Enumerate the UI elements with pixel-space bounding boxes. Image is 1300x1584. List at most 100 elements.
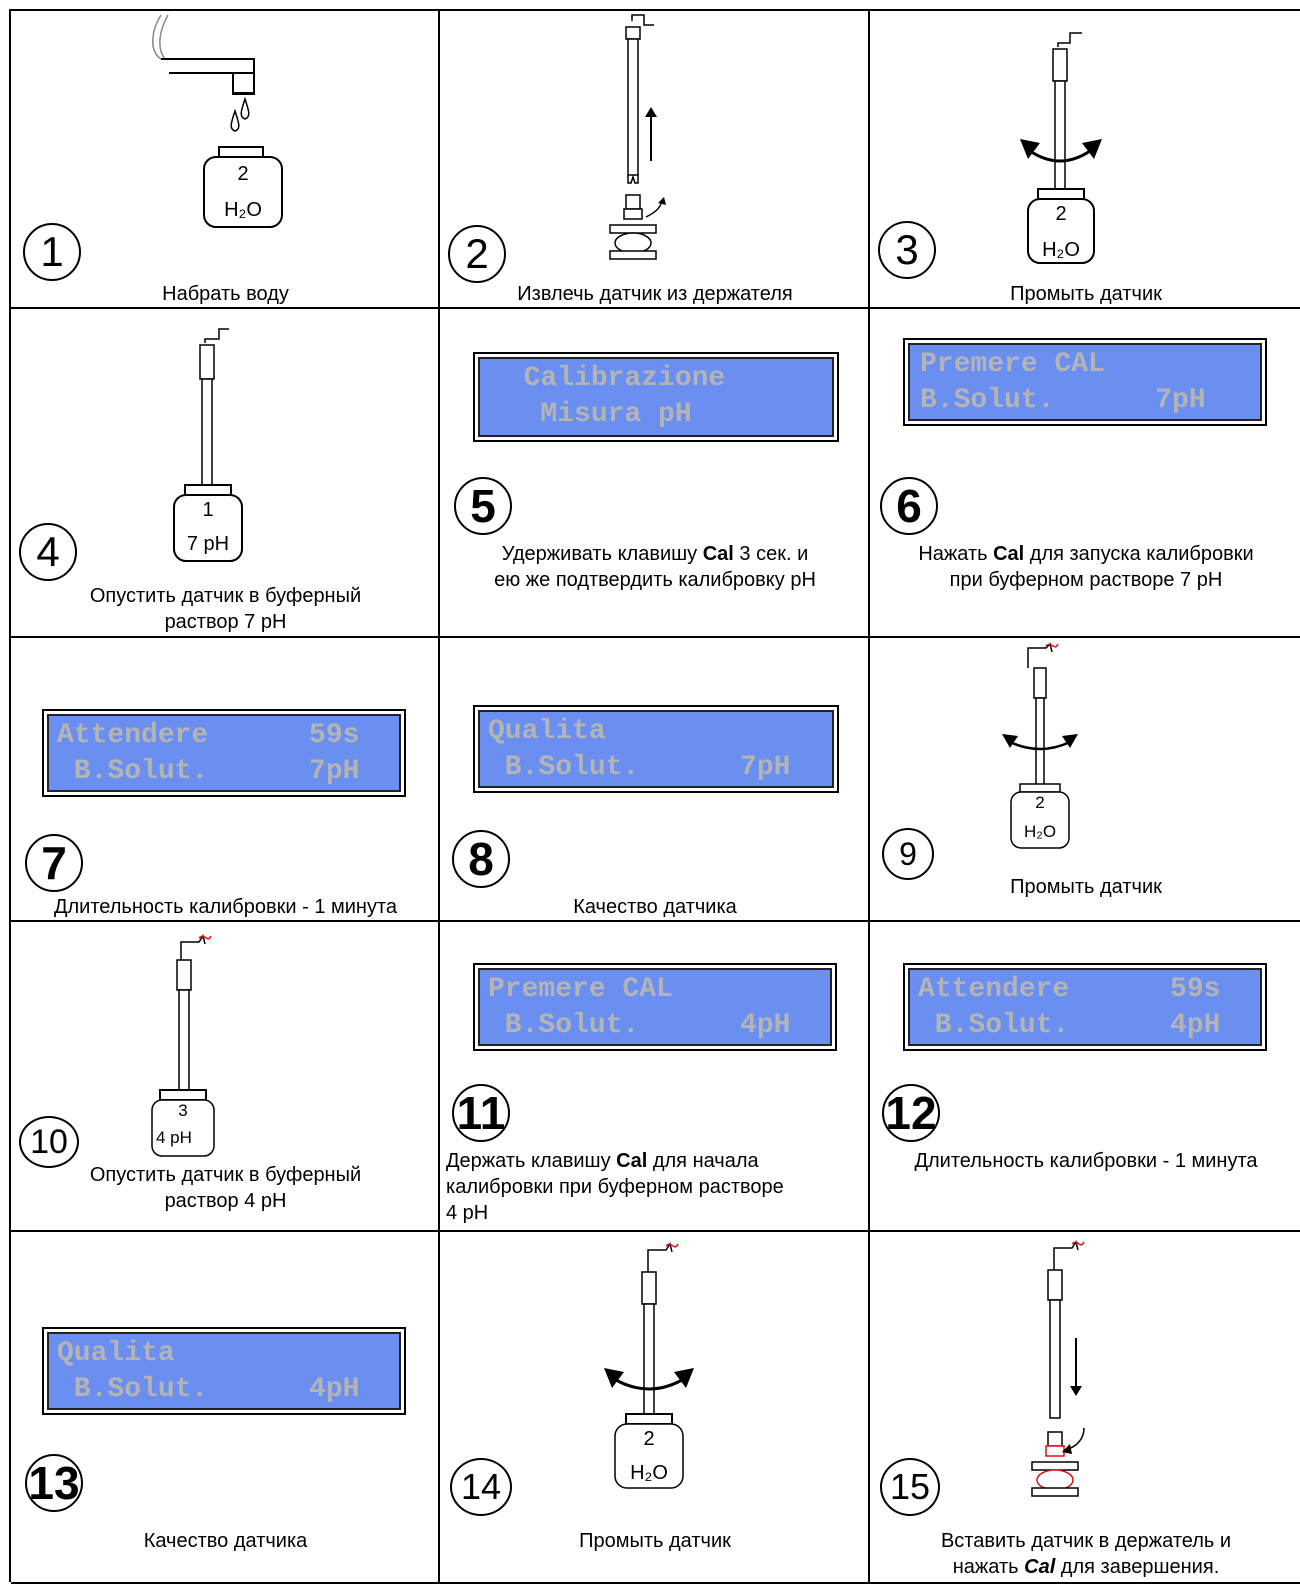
step-caption-line1: Вставить датчик в держатель и: [940, 1530, 1232, 1552]
lcd-line-1: Premere CAL: [920, 349, 1105, 380]
step-number: 7: [25, 834, 83, 892]
step-caption: Удерживать клавишу Cal 3 сек. и: [440, 541, 868, 567]
step-caption-line2: ею же подтвердить калибровку pH: [494, 569, 816, 591]
jar-label-bottom: 7 pH: [186, 533, 230, 555]
jar-label-top: 2: [237, 163, 249, 185]
rinse-illustration: [604, 1242, 694, 1489]
step-cell-1: 2 H₂O 1 Набрать воду: [11, 11, 440, 309]
step-number: 2: [448, 225, 506, 283]
step-cell-6: Premere CAL B.Solut. 7pH 6 Нажать Cal дл…: [870, 309, 1300, 638]
caption-text: 3 сек. и: [733, 543, 809, 565]
step-number: 14: [450, 1458, 512, 1516]
lcd-display: Qualita B.Solut. 7pH: [473, 705, 839, 793]
caption-text: Нажать: [918, 543, 994, 565]
sensor-holder-illustration: [609, 14, 666, 260]
step-cell-11: Premere CAL B.Solut. 4pH 11 Держать клав…: [440, 922, 870, 1232]
step-number: 10: [19, 1116, 79, 1168]
caption-text: для запуска калибровки: [1024, 543, 1254, 565]
step-caption-line1: Опустить датчик в буферный: [89, 1164, 362, 1186]
insert-sensor-illustration: [1031, 1240, 1085, 1497]
lcd-line-2: B.Solut. 7pH: [920, 385, 1206, 416]
lcd-line-2: B.Solut. 4pH: [57, 1374, 360, 1405]
sensor-in-buffer-illustration: [173, 328, 243, 562]
step-number: 9: [882, 828, 934, 880]
sensor-in-buffer-illustration: [151, 934, 215, 1157]
step-caption: Длительность калибровки - 1 минута: [914, 1150, 1258, 1172]
step-cell-12: Attendere 59s B.Solut. 4pH 12 Длительнос…: [870, 922, 1300, 1232]
cal-key-label: Cal: [993, 543, 1025, 565]
lcd-line-2: B.Solut. 4pH: [488, 1010, 791, 1041]
step-caption: Промыть датчик: [579, 1530, 731, 1552]
lcd-line-1: Qualita: [57, 1338, 175, 1369]
cal-key-label: Cal: [1024, 1556, 1056, 1578]
jar-label-top: 2: [643, 1428, 655, 1450]
step-cell-7: Attendere 59s B.Solut. 7pH 7 Длительност…: [11, 638, 440, 922]
jar-label-top: 2: [1035, 793, 1045, 812]
step-caption: Промыть датчик: [1010, 876, 1162, 898]
step-number: 1: [23, 223, 81, 281]
step-cell-14: 2 H₂O 14 Промыть датчик: [440, 1232, 870, 1584]
lcd-display: Premere CAL B.Solut. 4pH: [473, 963, 837, 1051]
lcd-line-1: Premere CAL: [488, 974, 673, 1005]
step-caption-line2: при буферном растворе 7 pH: [949, 569, 1223, 591]
step-caption-line2: калибровки при буферном растворе: [446, 1176, 784, 1198]
lcd-line-1: Attendere 59s: [57, 720, 360, 751]
lcd-display: Attendere 59s B.Solut. 7pH: [42, 709, 406, 797]
step-caption: Нажать Cal для запуска калибровки: [870, 541, 1300, 567]
lcd-line-2: B.Solut. 7pH: [488, 752, 791, 783]
jar-label-bottom: 4 pH: [156, 1128, 192, 1147]
caption-text: для завершения.: [1055, 1556, 1220, 1578]
lcd-line-2: Misura pH: [490, 399, 692, 430]
lcd-line-1: Calibrazione: [490, 363, 726, 394]
step-caption-line3: 4 pH: [446, 1202, 489, 1224]
step-number: 6: [880, 477, 938, 535]
step-cell-3: 2 H₂O 3 Промыть датчик: [870, 11, 1300, 309]
step-cell-2: 2 Извлечь датчик из держателя: [440, 11, 870, 309]
step-caption-line2: раствор 4 pH: [164, 1190, 287, 1212]
step-number: 4: [19, 523, 77, 581]
lcd-display: Calibrazione Misura pH: [473, 352, 839, 442]
instruction-grid: 2 H₂O 1 Набрать воду 2 Извлечь датчик из…: [9, 9, 1300, 1584]
lcd-line-1: Attendere 59s: [918, 974, 1221, 1005]
step-cell-9: 2 H₂O 9 Промыть датчик: [870, 638, 1300, 922]
rinse-illustration: [1002, 642, 1078, 849]
tap-illustration: [152, 14, 283, 228]
step-cell-15: 15 Вставить датчик в держатель и нажать …: [870, 1232, 1300, 1584]
rinse-illustration: [1020, 32, 1102, 264]
lcd-display: Premere CAL B.Solut. 7pH: [903, 338, 1267, 426]
step-caption-line1: Опустить датчик в буферный: [89, 585, 362, 607]
step-caption: Качество датчика: [573, 896, 737, 918]
step-number: 15: [880, 1458, 940, 1516]
lcd-display: Qualita B.Solut. 4pH: [42, 1327, 406, 1415]
lcd-line-2: B.Solut. 4pH: [918, 1010, 1221, 1041]
jar-label-bottom: H₂O: [1023, 822, 1057, 841]
caption-text: для начала: [647, 1150, 759, 1172]
step-cell-13: Qualita B.Solut. 4pH 13 Качество датчика: [11, 1232, 440, 1584]
step-number: 3: [878, 221, 936, 279]
step-number: 11: [452, 1084, 510, 1142]
step-caption: Качество датчика: [143, 1530, 308, 1552]
jar-label-top: 2: [1055, 203, 1067, 225]
step-number: 5: [454, 477, 512, 535]
jar-label-bottom: H₂O: [1042, 239, 1080, 261]
lcd-line-1: Qualita: [488, 716, 606, 747]
step-number: 8: [452, 830, 510, 888]
step-cell-4: 1 7 pH 4 Опустить датчик в буферный раст…: [11, 309, 440, 638]
cal-key-label: Cal: [616, 1150, 648, 1172]
step-number: 12: [882, 1084, 940, 1142]
jar-label-top: 3: [178, 1101, 188, 1120]
caption-text: Удерживать клавишу: [501, 543, 703, 565]
step-caption: Промыть датчик: [1010, 283, 1162, 305]
jar-label-top: 1: [202, 499, 214, 521]
step-cell-5: Calibrazione Misura pH 5 Удерживать клав…: [440, 309, 870, 638]
lcd-line-2: B.Solut. 7pH: [57, 756, 360, 787]
caption-text: нажать: [952, 1556, 1025, 1578]
step-caption: Набрать воду: [162, 283, 289, 305]
step-caption: Держать клавишу Cal для начала: [446, 1148, 759, 1174]
step-cell-8: Qualita B.Solut. 7pH 8 Качество датчика: [440, 638, 870, 922]
step-caption: Длительность калибровки - 1 минута: [53, 896, 398, 918]
lcd-display: Attendere 59s B.Solut. 4pH: [903, 963, 1267, 1051]
step-caption-line2: раствор 7 pH: [164, 611, 287, 633]
step-caption: нажать Cal для завершения.: [870, 1554, 1300, 1580]
step-number: 13: [25, 1454, 83, 1512]
